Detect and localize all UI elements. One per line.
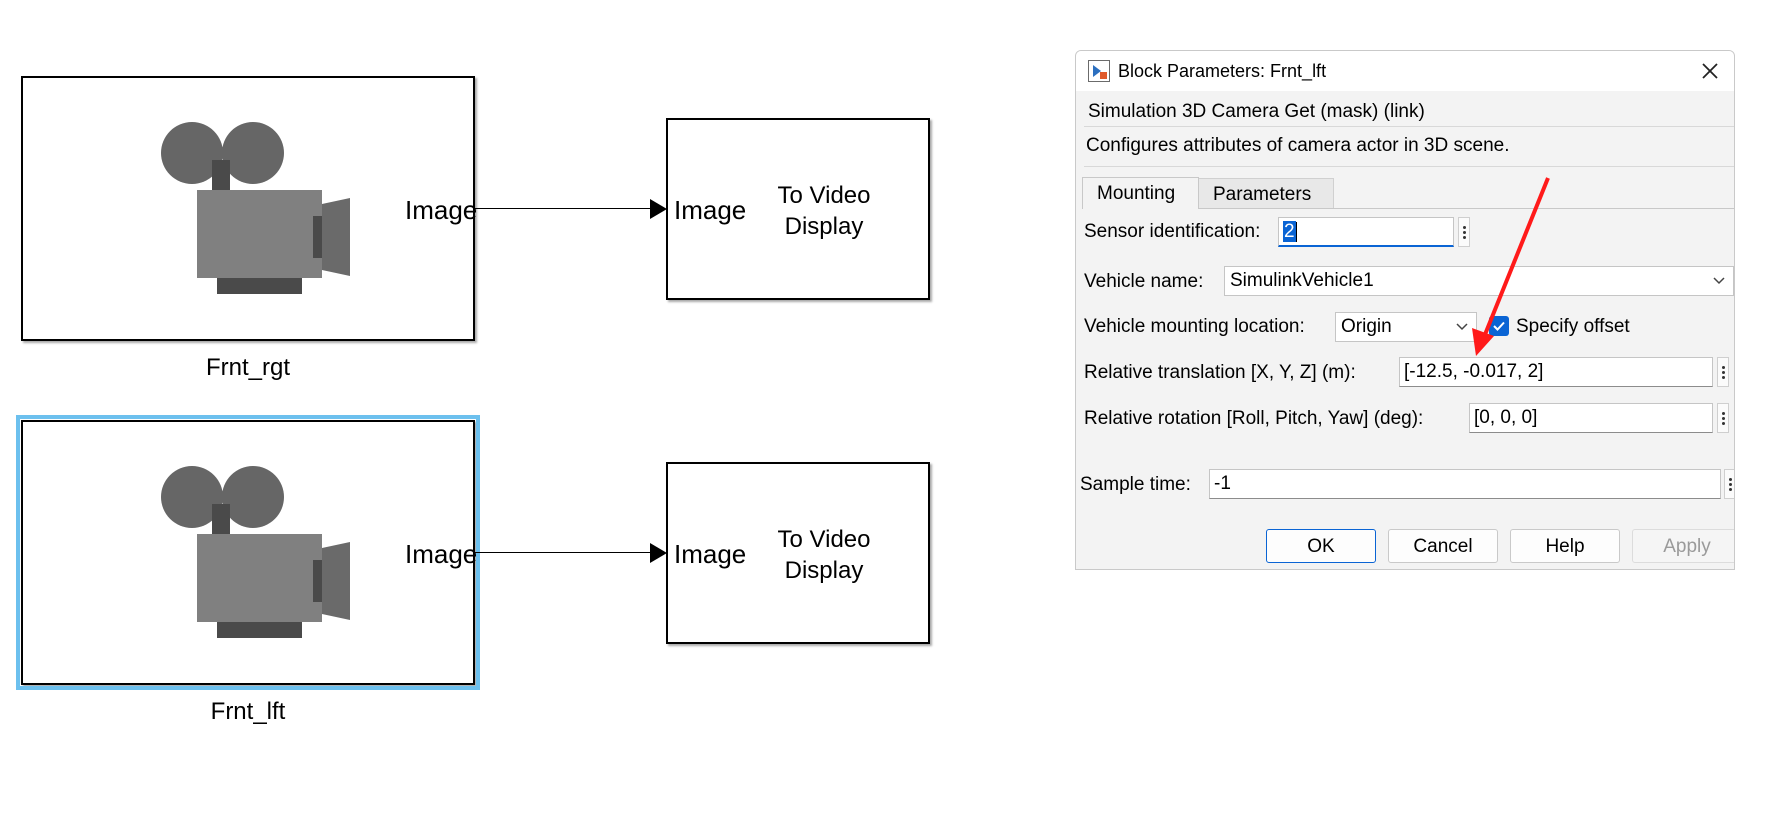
mask-type-label: Simulation 3D Camera Get (mask) (link) xyxy=(1088,101,1425,122)
video-display-block[interactable]: Image To Video Display xyxy=(666,462,930,644)
specify-offset-label[interactable]: Specify offset xyxy=(1516,316,1630,337)
specify-offset-checkbox[interactable] xyxy=(1489,316,1509,336)
simulink-block-icon xyxy=(1088,60,1110,82)
help-button[interactable]: Help xyxy=(1510,529,1620,563)
block-name-label[interactable]: Frnt_rgt xyxy=(205,354,291,381)
chevron-down-icon xyxy=(1713,277,1725,285)
translation-value: [-12.5, -0.017, 2] xyxy=(1404,361,1544,382)
mask-description: Configures attributes of camera actor in… xyxy=(1086,135,1510,156)
close-button[interactable] xyxy=(1692,55,1728,87)
divider xyxy=(1084,166,1734,167)
mounting-location-label: Vehicle mounting location: xyxy=(1084,316,1305,337)
ok-button[interactable]: OK xyxy=(1266,529,1376,563)
mounting-location-value: Origin xyxy=(1341,316,1392,337)
block-parameters-dialog: Block Parameters: Frnt_lft Simulation 3D… xyxy=(1075,50,1735,570)
display-title-line2: Display xyxy=(784,213,864,240)
more-options-icon[interactable] xyxy=(1717,403,1729,433)
more-options-icon[interactable] xyxy=(1724,469,1734,499)
signal-arrowhead xyxy=(650,543,667,563)
mounting-location-dropdown[interactable]: Origin xyxy=(1335,312,1477,342)
cancel-button[interactable]: Cancel xyxy=(1388,529,1498,563)
translation-input[interactable]: [-12.5, -0.017, 2] xyxy=(1399,357,1713,387)
block-name-label[interactable]: Frnt_lft xyxy=(210,698,286,725)
dialog-titlebar[interactable]: Block Parameters: Frnt_lft xyxy=(1076,51,1734,91)
rotation-input[interactable]: [0, 0, 0] xyxy=(1469,403,1713,433)
rotation-value: [0, 0, 0] xyxy=(1474,407,1538,428)
display-title-line2: Display xyxy=(784,557,864,584)
signal-line[interactable] xyxy=(475,552,651,553)
vehicle-name-value: SimulinkVehicle1 xyxy=(1230,270,1374,291)
input-port-label: Image xyxy=(674,539,747,569)
sensor-id-input[interactable]: 2 xyxy=(1278,217,1454,247)
display-title-line1: To Video xyxy=(777,526,871,553)
checkmark-icon xyxy=(1493,321,1505,331)
camera-block-frnt-rgt[interactable]: Image xyxy=(21,76,478,341)
output-port-label: Image xyxy=(405,539,478,569)
dialog-title: Block Parameters: Frnt_lft xyxy=(1118,61,1327,81)
more-options-icon[interactable] xyxy=(1458,217,1470,247)
signal-line[interactable] xyxy=(475,208,651,209)
tab-parameters[interactable]: Parameters xyxy=(1198,178,1334,210)
input-port-label: Image xyxy=(674,195,747,225)
translation-label: Relative translation [X, Y, Z] (m): xyxy=(1084,362,1356,383)
movie-camera-icon xyxy=(161,466,350,638)
vehicle-name-dropdown[interactable]: SimulinkVehicle1 xyxy=(1224,266,1734,296)
sample-time-input[interactable]: -1 xyxy=(1209,469,1721,499)
vehicle-name-label: Vehicle name: xyxy=(1084,271,1204,292)
signal-arrowhead xyxy=(650,199,667,219)
sample-time-value: -1 xyxy=(1214,473,1231,494)
apply-button[interactable]: Apply xyxy=(1632,529,1734,563)
display-title: To Video Display xyxy=(754,180,894,242)
camera-block-frnt-lft[interactable]: Image xyxy=(16,415,480,690)
sensor-id-label: Sensor identification: xyxy=(1084,221,1261,242)
movie-camera-icon xyxy=(161,122,350,294)
video-display-block[interactable]: Image To Video Display xyxy=(666,118,930,300)
output-port-label: Image xyxy=(405,195,478,225)
more-options-icon[interactable] xyxy=(1717,357,1729,387)
rotation-label: Relative rotation [Roll, Pitch, Yaw] (de… xyxy=(1084,408,1424,429)
chevron-down-icon xyxy=(1456,323,1468,331)
display-title-line1: To Video xyxy=(777,182,871,209)
display-title: To Video Display xyxy=(754,524,894,586)
divider xyxy=(1084,126,1734,127)
sample-time-label: Sample time: xyxy=(1080,474,1191,495)
close-icon xyxy=(1702,63,1718,79)
sensor-id-value: 2 xyxy=(1283,221,1296,242)
tab-mounting[interactable]: Mounting xyxy=(1082,177,1199,209)
